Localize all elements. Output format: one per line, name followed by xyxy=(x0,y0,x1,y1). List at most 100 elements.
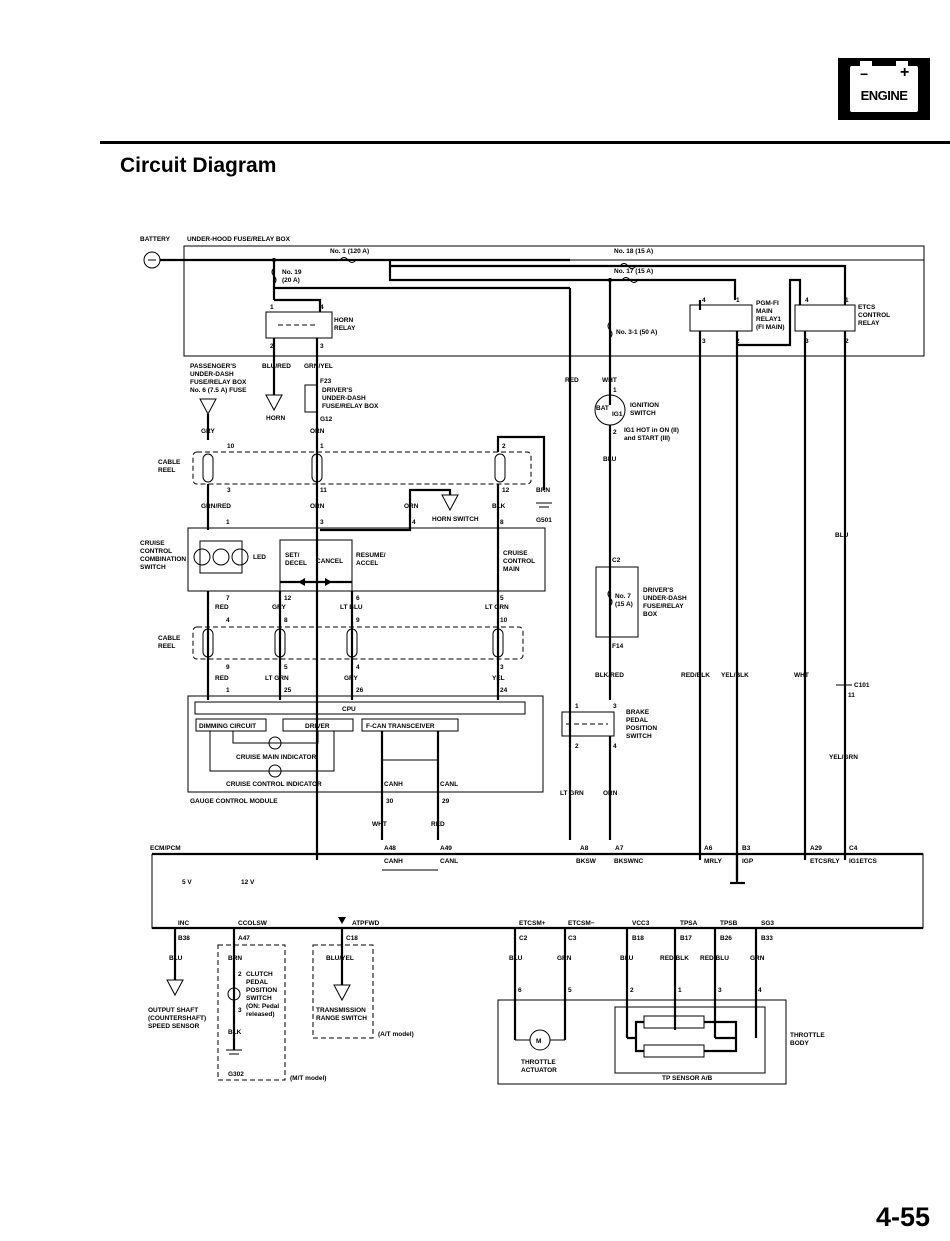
diagram-label: DRIVER xyxy=(305,723,330,730)
diagram-label: CANL xyxy=(440,781,458,788)
diagram-label: A47 xyxy=(238,935,250,942)
diagram-label: 3 xyxy=(500,664,504,671)
diagram-label: GRN/RED xyxy=(201,503,231,510)
diagram-label: HORN xyxy=(334,317,353,324)
diagram-label: RED/BLK xyxy=(660,955,689,962)
horn-circuit: PASSENGER'S UNDER-DASH FUSE/RELAY BOX No… xyxy=(190,363,379,440)
diagram-label: 4 xyxy=(613,743,617,750)
diagram-label: PGM-FI xyxy=(756,300,779,307)
diagram-label: 4 xyxy=(805,297,809,304)
diagram-label: G302 xyxy=(228,1071,244,1078)
diagram-label: (M/T model) xyxy=(290,1075,326,1082)
header-rule xyxy=(100,141,950,144)
diagram-label: CPU xyxy=(342,706,356,713)
right-wires: RED WHT BAT IG1 1 2 IGNITION SWITCH IG1 … xyxy=(560,377,870,840)
battery-icon: − + ENGINE xyxy=(850,61,918,112)
diagram-label: (15 A) xyxy=(615,601,633,608)
diagram-label: 2 xyxy=(845,338,849,345)
diagram-label: YEL/GRN xyxy=(829,754,858,761)
diagram-label: 3 xyxy=(613,703,617,710)
diagram-label: 1 xyxy=(736,297,740,304)
diagram-label: YEL/BLK xyxy=(721,672,749,679)
diagram-label: GRY xyxy=(201,428,216,435)
diagram-label: BLU xyxy=(509,955,523,962)
pgmfi-main-relay xyxy=(689,304,753,332)
underhood-box-label: UNDER-HOOD FUSE/RELAY BOX xyxy=(187,236,291,243)
diagram-label: C4 xyxy=(849,845,858,852)
diagram-label: 1 xyxy=(613,387,617,394)
led-icon xyxy=(231,548,249,566)
diagram-label: LT GRN xyxy=(560,790,584,797)
diagram-label: FUSE/RELAY BOX xyxy=(322,403,379,410)
diagram-label: MAIN xyxy=(503,566,520,573)
diagram-label: ORN xyxy=(404,503,419,510)
diagram-label: No. 18 (15 A) xyxy=(614,248,653,255)
diagram-label: POSITION xyxy=(246,987,277,994)
diagram-label: 30 xyxy=(386,798,394,805)
diagram-label: 6 xyxy=(356,595,360,602)
diagram-label: YEL xyxy=(492,675,505,682)
diagram-label: C101 xyxy=(854,682,870,689)
diagram-label: No. 1 (120 A) xyxy=(330,248,369,255)
diagram-label: RESUME/ xyxy=(356,552,386,559)
diagram-label: B18 xyxy=(632,935,644,942)
diagram-label: RED xyxy=(215,675,229,682)
diagram-label: 8 xyxy=(500,519,504,526)
diagram-label: THROTTLE xyxy=(521,1059,556,1066)
diagram-label: G12 xyxy=(320,416,333,423)
diagram-label: BKSW xyxy=(576,858,597,865)
diagram-label: GAUGE CONTROL MODULE xyxy=(190,798,278,805)
diagram-label: 3 xyxy=(702,338,706,345)
diagram-label: WHT xyxy=(602,377,617,384)
diagram-label: B38 xyxy=(178,935,190,942)
diagram-label: (ON: Pedal xyxy=(246,1003,279,1010)
diagram-label: ACCEL xyxy=(356,560,378,567)
diagram-label: ACTUATOR xyxy=(521,1067,557,1074)
diagram-label: BKSWNC xyxy=(614,858,644,865)
diagram-label: 12 xyxy=(284,595,292,602)
diagram-label: 3 xyxy=(805,338,809,345)
diagram-label: LT GRN xyxy=(265,675,289,682)
diagram-label: THROTTLE xyxy=(790,1032,825,1039)
diagram-label: ORN xyxy=(310,428,325,435)
diagram-label: B26 xyxy=(720,935,732,942)
diagram-label: CRUISE xyxy=(140,540,165,547)
diagram-label: 10 xyxy=(500,617,508,624)
diagram-label: FUSE/RELAY BOX xyxy=(190,379,247,386)
diagram-label: UNDER-DASH xyxy=(190,371,234,378)
diagram-label: 2 xyxy=(502,443,506,450)
diagram-label: 4 xyxy=(702,297,706,304)
diagram-label: OUTPUT SHAFT xyxy=(148,1007,198,1014)
diagram-label: CLUTCH xyxy=(246,971,273,978)
diagram-label: RELAY xyxy=(858,320,880,327)
diagram-label: A49 xyxy=(440,845,452,852)
diagram-label: 11 xyxy=(848,692,855,699)
diagram-label: BLK/RED xyxy=(595,672,624,679)
diagram-label: GRN/YEL xyxy=(304,363,333,370)
diagram-label: 2 xyxy=(238,971,242,978)
diagram-label: RELAY1 xyxy=(756,316,781,323)
diagram-label: 12 xyxy=(502,487,510,494)
diagram-label: ETCSRLY xyxy=(810,858,840,865)
diagram-label: 1 xyxy=(320,443,324,450)
diagram-label: B3 xyxy=(742,845,751,852)
gauge-control-module: CPU DIMMING CIRCUIT DRIVER F-CAN TRANSCE… xyxy=(187,695,544,840)
diagram-label: CANL xyxy=(440,858,458,865)
diagram-label: BLK xyxy=(228,1029,242,1036)
fuse-no19-icon xyxy=(271,267,277,285)
diagram-label: M xyxy=(536,1038,541,1045)
diagram-label: GRY xyxy=(344,675,359,682)
diagram-label: 5 V xyxy=(182,879,192,886)
diagram-label: CANCEL xyxy=(316,558,343,565)
diagram-label: No. 7 xyxy=(615,593,631,600)
diagram-label: 4 xyxy=(226,617,230,624)
diagram-label: (FI MAIN) xyxy=(756,324,785,331)
diagram-label: RELAY xyxy=(334,325,356,332)
diagram-label: C3 xyxy=(568,935,577,942)
diagram-label: SPEED SENSOR xyxy=(148,1023,200,1030)
section-label: ENGINE xyxy=(860,88,908,103)
diagram-label: 5 xyxy=(568,987,572,994)
diagram-label: 4 xyxy=(320,304,324,311)
cable-reel-lower: CABLE REEL 4 8 9 10 9 5 4 3 RED LT GRN G… xyxy=(158,605,524,700)
